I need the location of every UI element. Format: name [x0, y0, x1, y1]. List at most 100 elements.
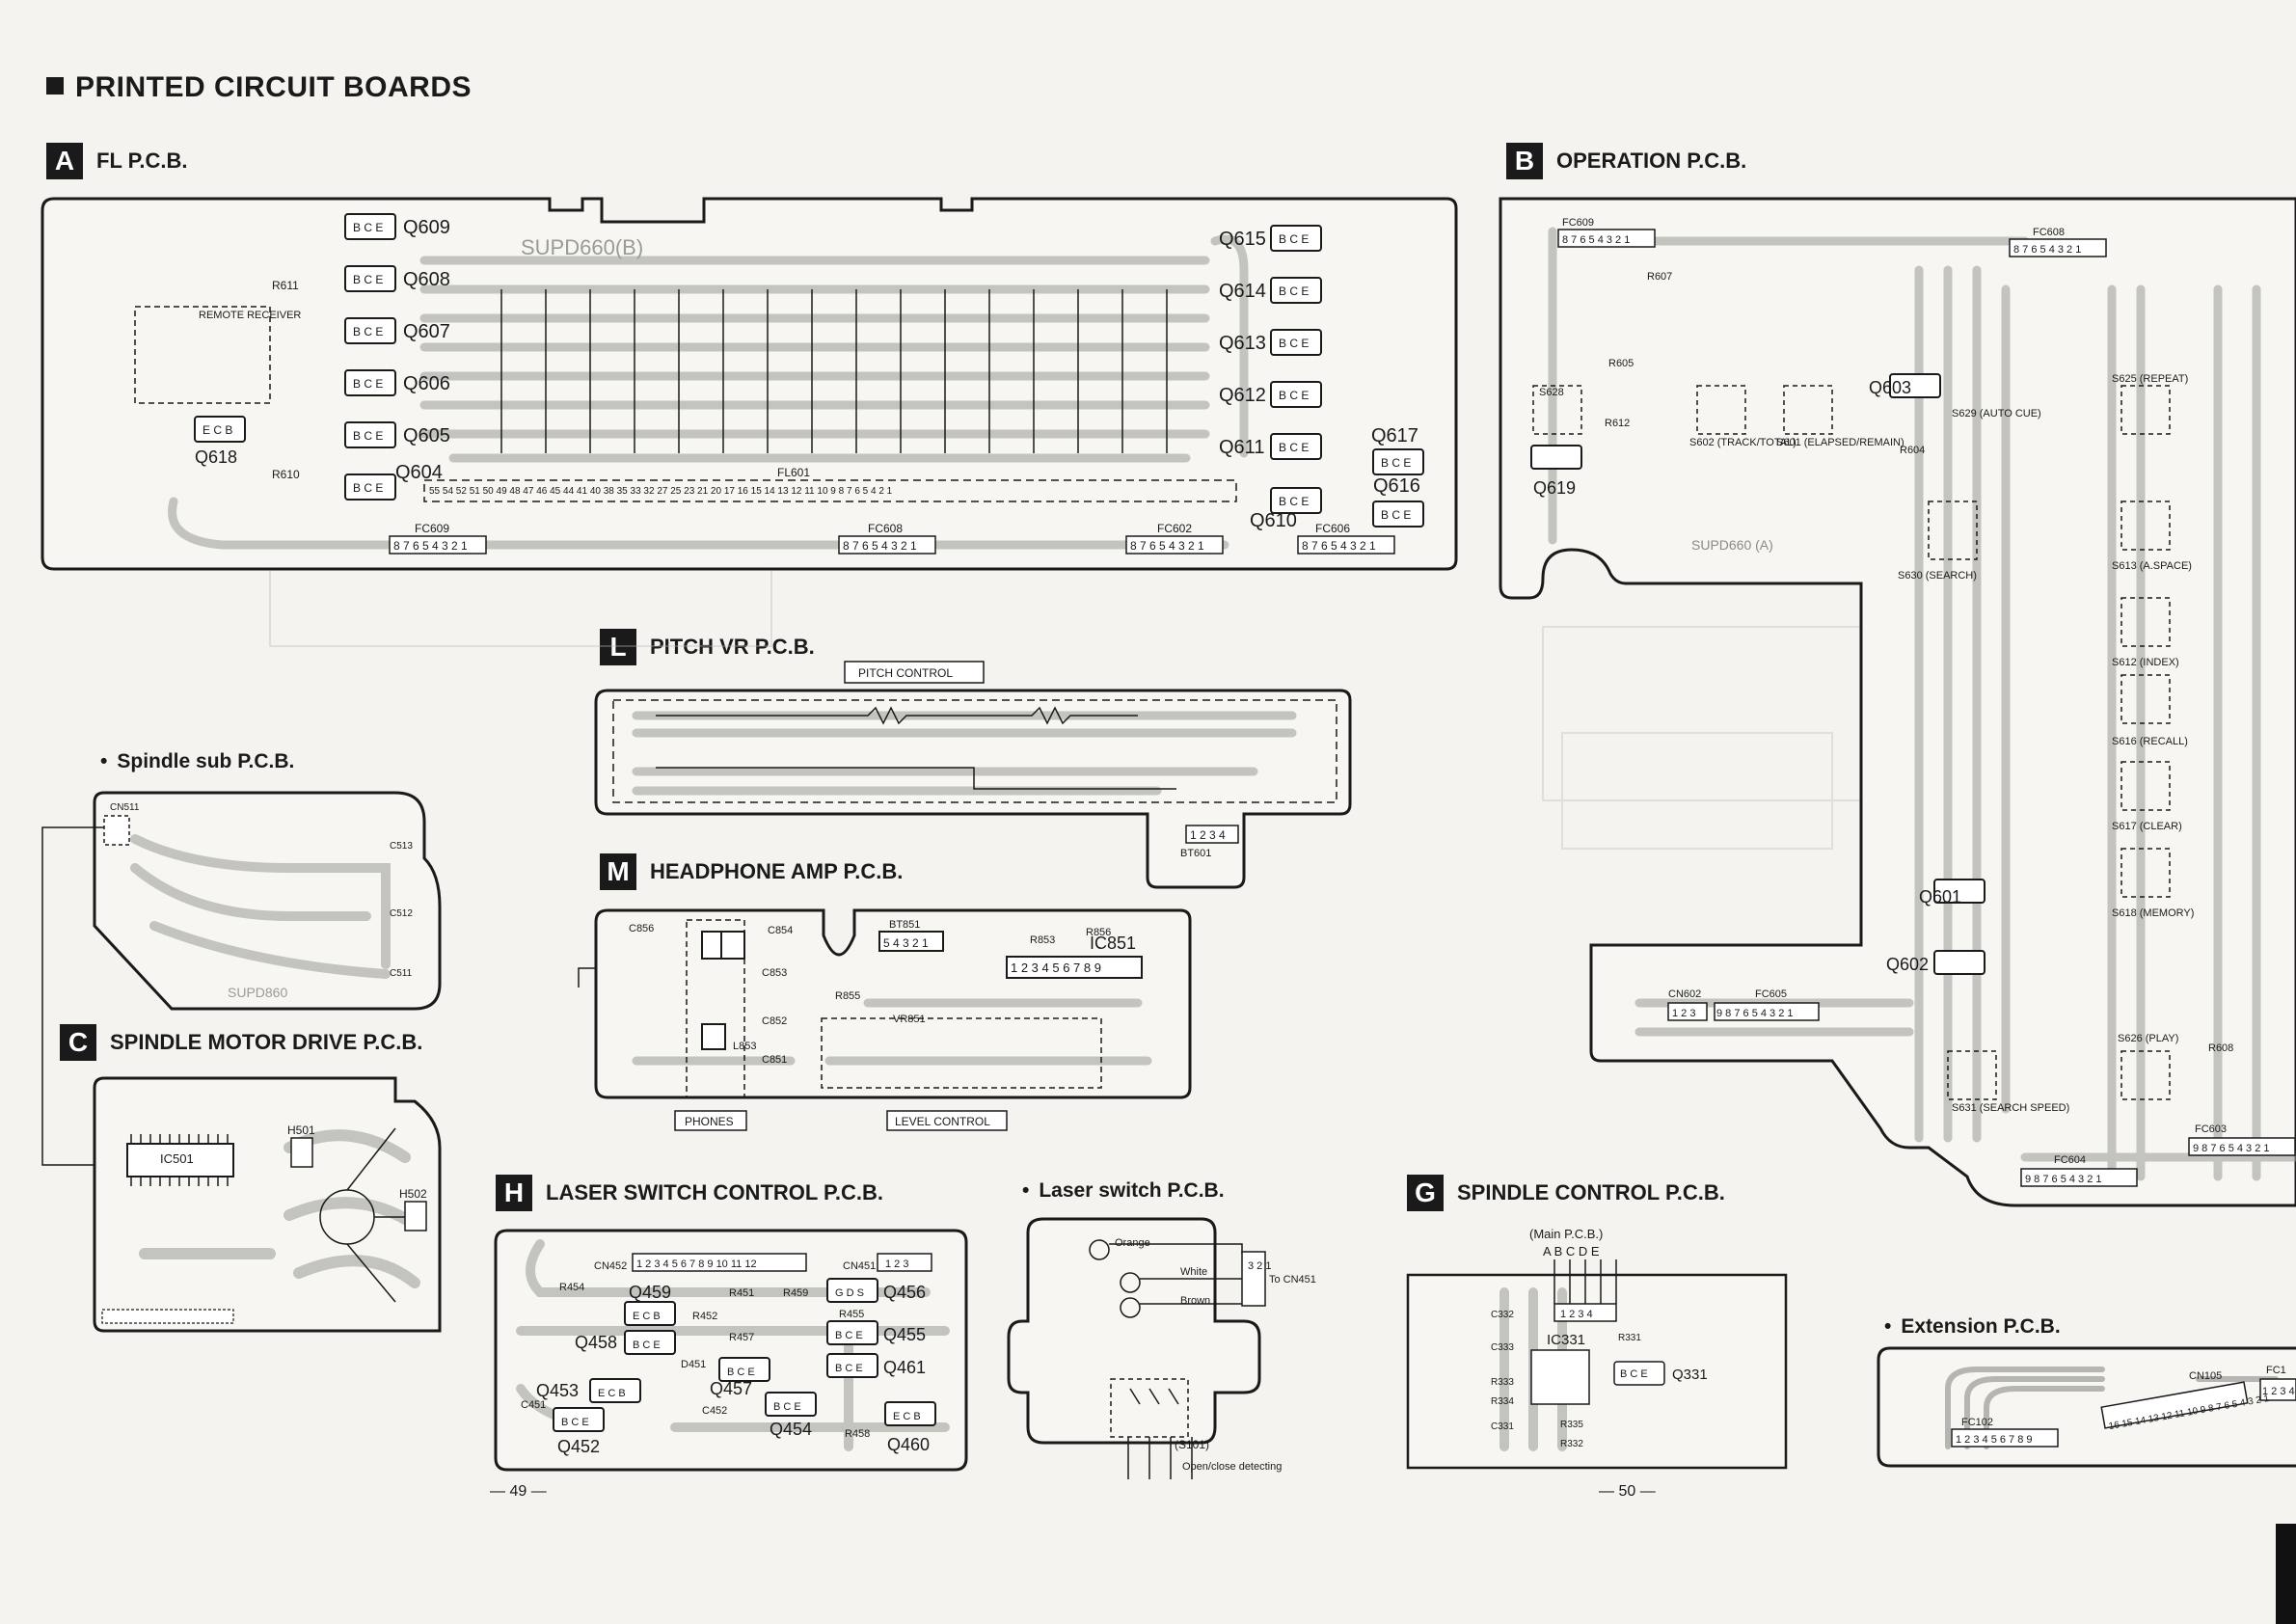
lc-q454: Q454 [770, 1420, 812, 1439]
fl-right-bce-0: B C E [1279, 232, 1309, 246]
hp-r853: R853 [1030, 934, 1055, 946]
lc-d451: D451 [681, 1359, 706, 1370]
section-title-c: SPINDLE MOTOR DRIVE P.C.B. [110, 1030, 423, 1054]
fl-right-bce-2: B C E [1279, 337, 1309, 350]
lc-q453: Q453 [536, 1381, 579, 1400]
section-title-a: FL P.C.B. [96, 149, 188, 173]
ls-to: To CN451 [1269, 1274, 1316, 1286]
operation-pcb-board [1499, 197, 2296, 1207]
fl-right-bce-4: B C E [1279, 441, 1309, 454]
op-q619: Q619 [1533, 478, 1576, 498]
ls-note: Open/close detecting [1182, 1461, 1282, 1473]
sm-h501: H501 [287, 1123, 315, 1137]
lc-gds-456: G D S [835, 1287, 864, 1299]
spindle-sub-title: Spindle sub P.C.B. [100, 750, 294, 773]
op-r612: R612 [1605, 418, 1630, 429]
fl-q617-bce: B C E [1381, 456, 1411, 470]
fl-q607: Q607 [403, 321, 450, 342]
fl-left-bce-5: B C E [353, 481, 383, 495]
fl-fc609-pins: 8 7 6 5 4 3 2 1 [393, 539, 468, 553]
hp-r856: R856 [1086, 927, 1111, 938]
lc-c451: C451 [521, 1399, 546, 1411]
fl-q618-ecb: E C B [203, 423, 232, 437]
lc-c452: C452 [702, 1405, 727, 1417]
laser-switch-title: Laser switch P.C.B. [1022, 1179, 1224, 1203]
section-title-m: HEADPHONE AMP P.C.B. [650, 859, 904, 883]
fl-q610: Q610 [1250, 510, 1297, 531]
headphone-amp-pcb-board [578, 908, 1192, 1131]
ext-fc102-name: FC102 [1961, 1417, 1993, 1428]
hp-r855: R855 [835, 990, 860, 1002]
hp-l853: L853 [733, 1041, 756, 1052]
section-header-a: A FL P.C.B. [46, 143, 188, 179]
hp-ic-label: IC851 [1090, 934, 1136, 953]
op-switch-repeat: S625 (REPEAT) [2112, 373, 2188, 385]
sm-ic501: IC501 [160, 1151, 194, 1166]
ext-cn105-name: CN105 [2189, 1370, 2222, 1382]
lc-q460: Q460 [887, 1435, 930, 1454]
op-q601: Q601 [1919, 887, 1961, 907]
lc-r455: R455 [839, 1309, 864, 1320]
lc-cn452-name: CN452 [594, 1260, 627, 1272]
section-badge-l: L [600, 629, 636, 665]
section-title-h: LASER SWITCH CONTROL P.C.B. [546, 1180, 883, 1204]
sc-r334: R334 [1491, 1396, 1514, 1407]
section-title-l: PITCH VR P.C.B. [650, 635, 815, 659]
sc-ic: IC331 [1547, 1332, 1585, 1348]
sc-ic-pins: 1 2 3 4 [1560, 1309, 1593, 1320]
sc-pins: A B C D E [1543, 1244, 1600, 1259]
op-fc608-name: FC608 [2033, 227, 2065, 238]
hp-bt-name: BT851 [889, 919, 920, 931]
lc-bce-454: B C E [773, 1401, 801, 1413]
fl-fc608-name: FC608 [868, 522, 903, 535]
lc-q456: Q456 [883, 1283, 926, 1302]
fl-q616: Q616 [1373, 475, 1420, 497]
op-fc605-name: FC605 [1755, 988, 1787, 1000]
lc-bce-457: B C E [727, 1367, 755, 1378]
op-switch-recall: S616 (RECALL) [2112, 736, 2188, 747]
op-switch-memory: S618 (MEMORY) [2112, 907, 2194, 919]
hp-c854: C854 [768, 925, 793, 936]
pitch-vr-pcb-board [594, 661, 1352, 889]
hp-level-label: LEVEL CONTROL [895, 1115, 990, 1128]
hp-c853: C853 [762, 967, 787, 979]
hp-bt-pins: 5 4 3 2 1 [883, 936, 929, 950]
lc-r459: R459 [783, 1287, 808, 1299]
section-badge-c: C [60, 1024, 96, 1061]
fl-q612: Q612 [1219, 385, 1266, 406]
fl-tube-label: FL601 [777, 466, 810, 479]
op-fc608-pins: 8 7 6 5 4 3 2 1 [2013, 244, 2081, 256]
lc-q458: Q458 [575, 1333, 617, 1352]
lc-cn451-pins: 1 2 3 [885, 1259, 908, 1270]
hp-ic-pins: 1 2 3 4 5 6 7 8 9 [1011, 961, 1101, 975]
hp-c856: C856 [629, 923, 654, 934]
edge-bar [2276, 1524, 2296, 1624]
sc-r335: R335 [1560, 1420, 1583, 1430]
lc-cn452-pins: 1 2 3 4 5 6 7 8 9 10 11 12 [636, 1259, 757, 1270]
sc-r331: R331 [1618, 1333, 1641, 1343]
extension-title: Extension P.C.B. [1884, 1315, 2060, 1339]
op-switch-autocue: S629 (AUTO CUE) [1952, 408, 2041, 420]
ss-cn511: CN511 [110, 802, 140, 813]
hp-c852: C852 [762, 1015, 787, 1027]
ext-fc102-pins: 1 2 3 4 5 6 7 8 9 [1956, 1434, 2033, 1446]
ext-fc1-pins: 1 2 3 4 [2262, 1386, 2295, 1397]
pitch-pins: 1 2 3 4 [1190, 828, 1226, 842]
op-r605: R605 [1608, 358, 1634, 369]
ls-pins: 3 2 1 [1248, 1260, 1271, 1272]
lc-q455: Q455 [883, 1325, 926, 1344]
op-cn602-name: CN602 [1668, 988, 1701, 1000]
fl-q613: Q613 [1219, 333, 1266, 354]
op-cn602-pins: 1 2 3 [1672, 1008, 1695, 1019]
fl-q605: Q605 [403, 425, 450, 447]
ls-white: White [1180, 1266, 1207, 1278]
title-square-icon [46, 77, 64, 95]
fl-fc602-name: FC602 [1157, 522, 1192, 535]
op-chip-label: SUPD660 (A) [1691, 537, 1773, 553]
section-badge-a: A [46, 143, 83, 179]
sc-c332: C332 [1491, 1310, 1514, 1320]
